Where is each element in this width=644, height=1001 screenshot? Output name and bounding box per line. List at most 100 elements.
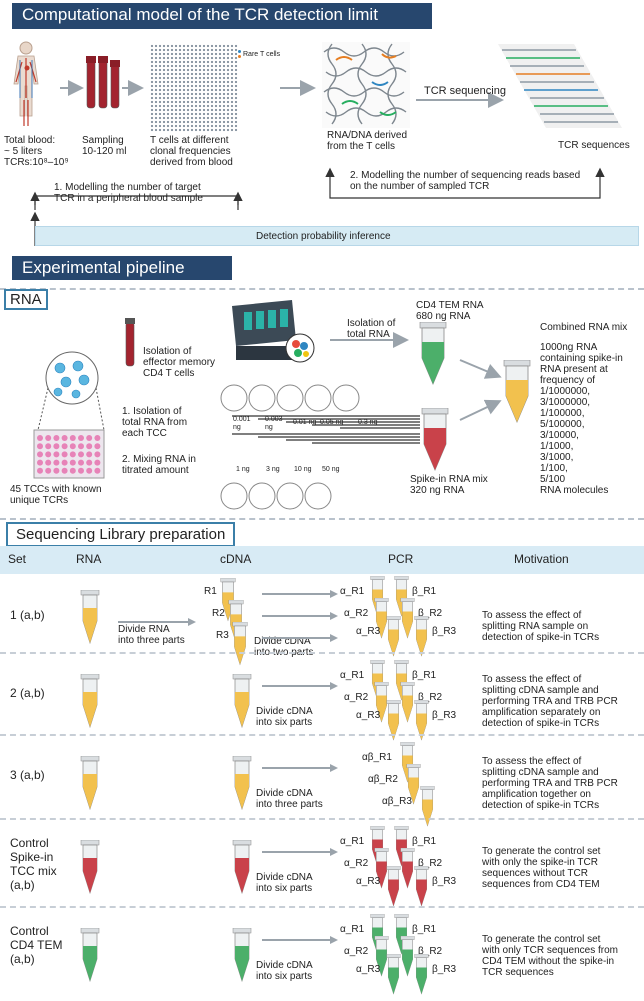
tcell-grid [150, 44, 238, 132]
pcr-label-3-0: α_R1 [340, 836, 364, 847]
pcr-tube-icon [374, 597, 389, 640]
plate-well [69, 443, 76, 450]
plate-well [78, 467, 84, 474]
cd4-tem-line-1: CD4 TEM RNA [416, 300, 484, 311]
section3-divider [0, 518, 644, 520]
tccs-label: 45 TCCs with known unique TCRs [10, 484, 102, 506]
pcr-label-0-2: α_R2 [344, 608, 368, 619]
rna-tag: RNA [4, 289, 48, 310]
isolation-effector-label: Isolation of effector memory CD4 T cells [143, 346, 215, 379]
sampling-line-2: 10-120 ml [82, 146, 127, 157]
amount-top-1: 0.003 ng [265, 416, 283, 431]
motivation-4-line-1: with only TCR sequences from [482, 945, 618, 956]
pcr-label-1-2-line-0: α_R2 [344, 692, 369, 703]
amount-top-3: 0.05 ng [320, 419, 344, 426]
amount-bottom-0: 1 ng [236, 466, 250, 473]
cdna-to-pcr-arrow-2 [262, 608, 338, 626]
cdna-label-0: R1 [204, 586, 217, 597]
section1-banner: Computational model of the TCR detection… [12, 3, 432, 29]
pcr-tube-icon [414, 615, 429, 658]
plate-well [37, 435, 43, 441]
cdna-to-pcr-arrow-2 [262, 760, 338, 778]
plate-well [94, 451, 101, 458]
cmb-8: 3/10000, [540, 430, 579, 441]
motivation-2-line-2: performing TRA and TRB PCR [482, 778, 618, 789]
pcr-label-3-2-line-0: α_R2 [344, 858, 369, 869]
plate-well [86, 459, 93, 466]
pcr-label-2-2: αβ_R3 [382, 796, 412, 807]
tcr-sequences-icon [498, 44, 622, 128]
spike-line-2: 320 ng RNA [410, 485, 465, 496]
cd4-tem-label: CD4 TEM RNA 680 ng RNA [416, 300, 484, 322]
tcells-line-2: clonal frequencies [150, 146, 231, 157]
sampling-line-1: Sampling [82, 135, 124, 146]
rna-tube-icon [80, 755, 100, 812]
pcr-label-4-0-line-0: α_R1 [340, 924, 365, 935]
pcr-tube-icon [400, 935, 415, 978]
divide-cdna-label-1-line-0: Divide cDNA [256, 706, 313, 717]
motivation-4-line-0: To generate the control set [482, 934, 601, 945]
cdna-to-pcr-arrow-4 [262, 932, 338, 950]
divide-cdna-label-1-line-1: into six parts [256, 717, 313, 728]
amount-bottom-1: 3 ng [266, 466, 280, 473]
plate-well [45, 451, 52, 458]
section3-title: Sequencing Library preparation [6, 522, 236, 547]
plate-well [45, 443, 52, 450]
pcr-label-3-0-line-0: α_R1 [340, 836, 365, 847]
header-set: Set [8, 552, 27, 566]
cdna-to-pcr-arrow-3 [262, 844, 338, 862]
pcr-label-3-3: β_R2 [418, 858, 442, 869]
cdna-to-pcr-arrow-1 [262, 678, 338, 696]
cmb-0: 1000ng RNA [540, 342, 598, 353]
pcr-label-1-1: β_R1 [412, 670, 436, 681]
rna-tube-icon [80, 589, 100, 646]
pcr-tube-icon [400, 741, 415, 784]
cdna-label-1-line-0: R2 [212, 608, 225, 619]
pcr-tube-icon [386, 615, 401, 658]
model2-label: 2. Modelling the number of sequencing re… [350, 170, 580, 192]
motivation-0-line-2: detection of spike-in TCRs [482, 632, 600, 643]
pcr-label-1-3: β_R2 [418, 692, 442, 703]
tccs-line-1: 45 TCCs with known [10, 484, 102, 495]
pcr-tube-icon [400, 597, 415, 640]
rna-tube-icon [80, 927, 100, 984]
pcr-label-4-5: β_R3 [432, 964, 456, 975]
pcr-label-0-3-line-0: β_R2 [418, 608, 443, 619]
plate-well [69, 467, 76, 474]
plate-well [61, 459, 68, 466]
tcells-line-3: derived from blood [150, 157, 233, 168]
inference-bar: Detection probability inference [35, 226, 639, 246]
pcr-label-3-4-line-0: α_R3 [356, 876, 381, 887]
set-label-1-line-0: 2 (a,b) [10, 686, 45, 700]
step1-line-2: total RNA from [122, 417, 188, 428]
motivation-1-line-0: To assess the effect of [482, 674, 582, 685]
motivation-0-line-0: To assess the effect of [482, 610, 582, 621]
table-header: Set RNA cDNA PCR Motivation [0, 546, 644, 574]
pcr-label-4-4: α_R3 [356, 964, 380, 975]
plate-well [69, 435, 76, 441]
pcr-label-4-3: β_R2 [418, 946, 442, 957]
cmb-6: 1/100000, [540, 408, 585, 419]
plate-well [53, 451, 60, 458]
blood-line-1: Total blood: [4, 135, 56, 146]
rna-dna-label: RNA/DNA derived from the T cells [327, 130, 407, 152]
pcr-label-0-0: α_R1 [340, 586, 364, 597]
plate-well [78, 451, 84, 458]
motivation-3-line-0: To generate the control set [482, 846, 601, 857]
plate-well [61, 435, 68, 441]
pcr-label-1-5-line-0: β_R3 [432, 710, 457, 721]
pcr-label-1-0: α_R1 [340, 670, 364, 681]
pcr-tube-icon [386, 953, 401, 996]
cmb-10: 3/1000, [540, 452, 574, 463]
cd4-tem-line-2: 680 ng RNA [416, 311, 471, 322]
cdna-to-pcr-arrow-3 [262, 630, 338, 648]
amount-top-4: 0.3 ng [358, 419, 378, 426]
motivation-3-line-3: sequences from CD4 TEM [482, 879, 600, 890]
cdna-label-2: R3 [216, 630, 229, 641]
pcr-label-2-1: αβ_R2 [368, 774, 398, 785]
